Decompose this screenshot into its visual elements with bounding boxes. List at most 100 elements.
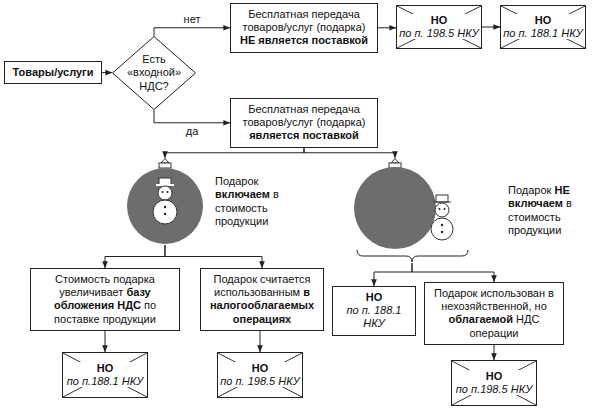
decision-diamond: Есть «входной» НДС? xyxy=(112,36,196,110)
node-text: Подарок НЕ включаем в стоимость продукци… xyxy=(508,184,588,237)
text-run: Бесплатная передача товаров/услуг (подар… xyxy=(243,103,366,128)
snowman-hat xyxy=(436,195,448,202)
snowman-head xyxy=(435,203,449,217)
cross-line xyxy=(63,353,147,397)
text-run: НО xyxy=(67,362,143,375)
text-run: Товары/услуги xyxy=(13,66,94,78)
cross-line xyxy=(501,6,585,48)
connector-arrow xyxy=(105,331,106,352)
snowman-button xyxy=(164,213,166,215)
ornament-cap xyxy=(159,163,171,168)
snowman-hat-brim xyxy=(433,202,451,203)
node-text: НО по п. 198.5 НКУ xyxy=(399,14,478,40)
snowman-eye xyxy=(162,191,164,193)
result-box: НО по п. 188.1 НКУ xyxy=(332,286,416,336)
curly-bracket xyxy=(357,250,468,262)
text-run: по п. 188.1 НКУ xyxy=(347,304,402,329)
ornament-hanger xyxy=(161,159,169,164)
connector-arrow xyxy=(105,245,165,268)
connector-arrow xyxy=(165,148,304,158)
cross-line xyxy=(397,6,481,48)
cross-line xyxy=(218,353,302,397)
cross-line xyxy=(452,361,536,405)
text-run: НО xyxy=(338,291,410,304)
text-run: по п. 198.5 НКУ xyxy=(399,27,478,39)
ornament-ball xyxy=(127,168,203,244)
cross-line xyxy=(501,6,585,48)
connector-arrow xyxy=(165,245,262,268)
text-run: Подарок считается использованным xyxy=(214,273,311,298)
node-text: НО по п. 198.5 НКУ xyxy=(220,362,299,388)
text-run: по п. 198.5 НКУ xyxy=(220,375,299,387)
node-text: Есть «входной» НДС? xyxy=(124,53,184,93)
connector-arrow xyxy=(374,263,412,286)
cross-line xyxy=(452,361,536,405)
connector-arrow xyxy=(260,331,261,352)
node-text: Товары/услуги xyxy=(10,66,96,79)
edge-label: нет xyxy=(182,13,203,26)
snowman-body xyxy=(153,200,177,224)
text-run: Подарок xyxy=(215,175,258,187)
process-box: Бесплатная передача товаров/услуг (подар… xyxy=(230,98,378,148)
process-box: Бесплатная передача товаров/услуг (подар… xyxy=(230,3,378,53)
ornament-right xyxy=(354,159,468,263)
snowman-button xyxy=(164,206,166,208)
text-run: включаем xyxy=(215,188,270,200)
process-box: Стоимость подарка увеличивает базу облож… xyxy=(30,268,180,331)
snowman-body xyxy=(431,218,453,240)
ornament-node: Подарок НЕ включаем в стоимость продукци… xyxy=(350,158,590,263)
node-text: НО по п. 188.1 НКУ xyxy=(503,14,582,40)
node-text: Бесплатная передача товаров/услуг (подар… xyxy=(236,103,372,143)
crossed-box: НО по п.188.1 НКУ xyxy=(62,352,148,398)
process-box: Подарок использован в нехозяйственной, н… xyxy=(424,282,564,345)
cross-line xyxy=(218,353,302,397)
text-run: по п. 188.1 НКУ xyxy=(503,27,582,39)
text-run: облагаемой xyxy=(449,313,514,325)
text-run: НО xyxy=(220,362,299,375)
ornament-left xyxy=(127,159,203,245)
ornament-hanger xyxy=(391,159,399,164)
text-run: является поставкой xyxy=(249,129,359,141)
snowman-button xyxy=(441,231,443,233)
node-text: Подарок считается использованным в налог… xyxy=(206,273,318,326)
text-run: НО xyxy=(503,14,582,27)
node-text: Подарок включаем в стоимость продукции xyxy=(215,175,299,228)
text-run: Есть «входной» НДС? xyxy=(127,53,181,91)
connector-arrow xyxy=(154,28,230,36)
text-run: НО xyxy=(399,14,478,27)
connector-arrow xyxy=(102,72,112,73)
node-text: НО по п. 188.1 НКУ xyxy=(338,291,410,331)
text-run: Бесплатная передача товаров/услуг (подар… xyxy=(243,8,366,33)
snowman-button xyxy=(441,224,443,226)
snowman-eye xyxy=(439,208,441,210)
crossed-box: НО по п. 188.1 НКУ xyxy=(500,5,586,49)
connector-arrow xyxy=(412,263,494,282)
text-run: по п.188.1 НКУ xyxy=(67,375,143,387)
crossed-box: НО по п. 198.5 НКУ xyxy=(217,352,303,398)
node-text: Подарок использован в нехозяйственной, н… xyxy=(430,287,558,340)
cross-line xyxy=(397,6,481,48)
process-box: Подарок считается использованным в налог… xyxy=(200,268,324,331)
text-run: Подарок использован в нехозяйственной, н… xyxy=(434,287,554,312)
snowman-eye xyxy=(444,208,446,210)
node-text: НО по п.198.5 НКУ xyxy=(456,370,532,396)
text-run: по п.198.5 НКУ xyxy=(456,383,532,395)
connector-arrow xyxy=(378,27,396,28)
edge-label: да xyxy=(184,125,201,138)
text-run: НО xyxy=(456,370,532,383)
crossed-box: НО по п.198.5 НКУ xyxy=(451,360,537,406)
diamond-shape xyxy=(113,37,196,110)
snowman-head xyxy=(158,186,172,200)
connector-arrow xyxy=(304,148,395,158)
connector-arrow xyxy=(154,110,230,123)
cross-line xyxy=(63,353,147,397)
snowman-hat xyxy=(159,178,171,185)
ornament-ball xyxy=(354,167,436,249)
node-text: НО по п.188.1 НКУ xyxy=(67,362,143,388)
snowman-eye xyxy=(167,191,169,193)
connector-arrow xyxy=(482,27,500,28)
text-run: Подарок xyxy=(508,184,554,196)
crossed-box: НО по п. 198.5 НКУ xyxy=(396,5,482,49)
text-run: НЕ является поставкой xyxy=(240,34,368,46)
